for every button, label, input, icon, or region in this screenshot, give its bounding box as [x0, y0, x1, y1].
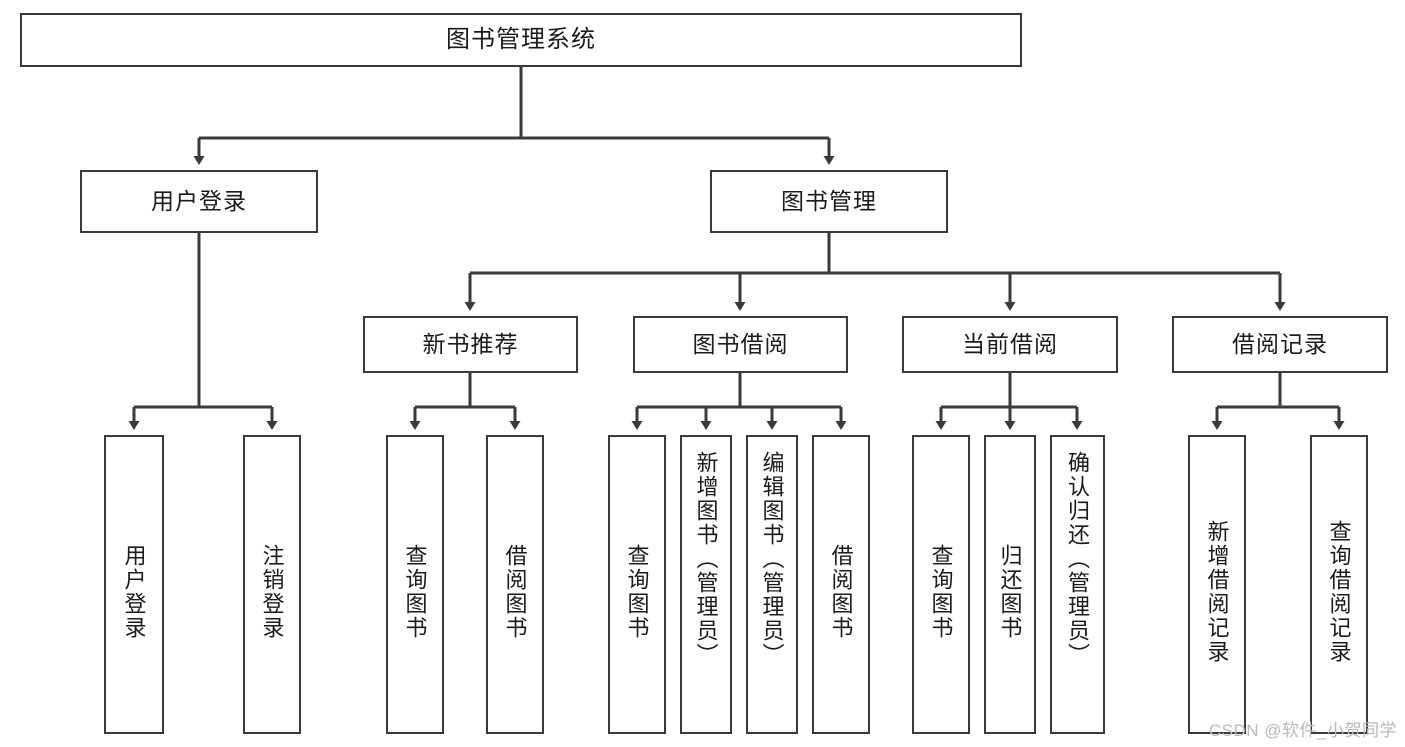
leaf-query-book-borrow-label: 查询图书: [624, 543, 650, 640]
leaf-query-borrow-record-label: 查询借阅记录: [1326, 519, 1352, 664]
leaf-query-book-current[interactable]: 查询图书: [912, 435, 970, 734]
leaf-add-book-admin-label: 新增图书（管理员）: [693, 451, 719, 667]
leaf-query-book-recommend-label: 查询图书: [402, 543, 428, 640]
node-new-book-recommend-label: 新书推荐: [422, 330, 519, 357]
leaf-user-logout[interactable]: 注销登录: [243, 435, 301, 734]
node-borrow-record-label: 借阅记录: [1232, 330, 1328, 357]
node-book-borrow-label: 图书借阅: [692, 330, 789, 357]
node-new-book-recommend[interactable]: 新书推荐: [363, 316, 578, 373]
leaf-user-login-label: 用户登录: [121, 543, 147, 640]
leaf-confirm-return-admin[interactable]: 确认归还（管理员）: [1050, 435, 1105, 734]
node-user-login[interactable]: 用户登录: [80, 170, 318, 233]
leaf-borrow-book-recommend-label: 借阅图书: [502, 543, 528, 640]
node-user-login-label: 用户登录: [151, 187, 247, 214]
leaf-user-logout-label: 注销登录: [259, 543, 285, 640]
leaf-return-book-label: 归还图书: [997, 543, 1023, 640]
node-book-management-label: 图书管理: [781, 187, 877, 214]
node-book-borrow[interactable]: 图书借阅: [633, 316, 848, 373]
node-root-label: 图书管理系统: [446, 25, 596, 53]
leaf-query-book-borrow[interactable]: 查询图书: [608, 435, 666, 734]
csdn-watermark: CSDN @软件_小贺同学: [1208, 721, 1397, 740]
leaf-add-borrow-record[interactable]: 新增借阅记录: [1188, 435, 1246, 734]
leaf-edit-book-admin-label: 编辑图书（管理员）: [759, 451, 785, 667]
leaf-confirm-return-admin-label: 确认归还（管理员）: [1065, 451, 1091, 667]
node-root[interactable]: 图书管理系统: [20, 13, 1022, 67]
leaf-user-login[interactable]: 用户登录: [104, 435, 164, 734]
node-book-management[interactable]: 图书管理: [710, 170, 948, 233]
leaf-borrow-book-label: 借阅图书: [828, 543, 854, 640]
node-borrow-record[interactable]: 借阅记录: [1172, 316, 1388, 373]
leaf-query-book-current-label: 查询图书: [928, 543, 954, 640]
leaf-query-book-recommend[interactable]: 查询图书: [386, 435, 444, 734]
leaf-borrow-book-recommend[interactable]: 借阅图书: [486, 435, 544, 734]
leaf-add-book-admin[interactable]: 新增图书（管理员）: [680, 435, 732, 734]
node-current-borrow[interactable]: 当前借阅: [902, 316, 1118, 373]
node-current-borrow-label: 当前借阅: [962, 330, 1058, 357]
leaf-query-borrow-record[interactable]: 查询借阅记录: [1310, 435, 1368, 734]
leaf-edit-book-admin[interactable]: 编辑图书（管理员）: [746, 435, 798, 734]
leaf-add-borrow-record-label: 新增借阅记录: [1204, 519, 1230, 664]
leaf-borrow-book[interactable]: 借阅图书: [812, 435, 870, 734]
leaf-return-book[interactable]: 归还图书: [984, 435, 1036, 734]
